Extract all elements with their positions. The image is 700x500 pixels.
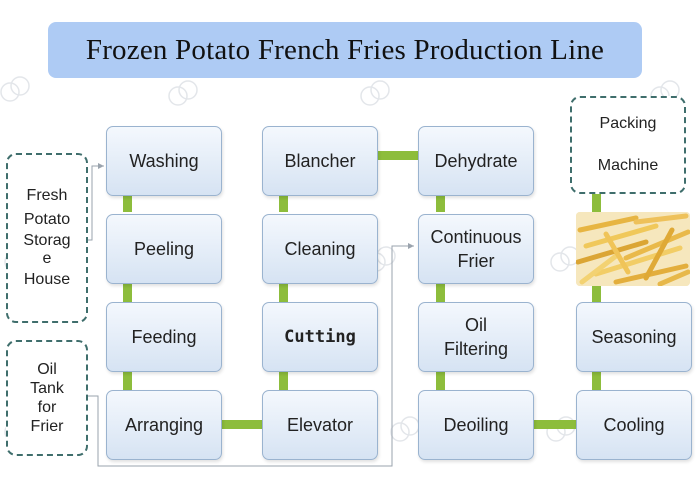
blancher-step: Blancher <box>262 126 378 196</box>
oiltank-to-frier-line <box>88 245 414 467</box>
cleaning-label: Cleaning <box>284 238 356 259</box>
connector <box>436 196 445 212</box>
arrow-head <box>98 163 104 169</box>
packing-line: Machine <box>597 157 659 174</box>
elevator-label: Elevator <box>286 414 354 435</box>
blancher-label: Blancher <box>284 150 356 171</box>
watermark-logo <box>0 76 30 102</box>
peeling-step: Peeling <box>106 214 222 284</box>
connector <box>123 284 132 302</box>
storage-line: Storag <box>23 232 71 249</box>
connector <box>279 372 288 390</box>
elevator-step: Elevator <box>262 390 378 460</box>
fresh-potato-storage-box: Fresh Potato Storag e House <box>6 153 88 323</box>
fries-illustration <box>576 212 690 286</box>
storage-line: e <box>42 250 52 267</box>
connector <box>279 284 288 302</box>
storage-line: Potato <box>23 211 71 228</box>
arrow-head <box>408 243 414 249</box>
watermark-logo <box>360 80 390 106</box>
cutting-label: Cutting <box>284 326 356 347</box>
packing-machine-box: Packing Machine <box>570 96 686 194</box>
oil-filtering-step: Oil Filtering <box>418 302 534 372</box>
deoiling-step: Deoiling <box>418 390 534 460</box>
cooling-label: Cooling <box>603 414 665 435</box>
storage-to-washing-line <box>88 165 104 241</box>
continuous-frier-label-line2: Frier <box>457 251 495 271</box>
seasoning-label: Seasoning <box>591 326 677 347</box>
connector <box>592 194 601 212</box>
cleaning-step: Cleaning <box>262 214 378 284</box>
oil-filtering-label-line2: Filtering <box>443 339 509 359</box>
peeling-label: Peeling <box>133 238 195 259</box>
connector <box>378 151 418 160</box>
connector <box>222 420 262 429</box>
feeding-step: Feeding <box>106 302 222 372</box>
washing-label: Washing <box>129 150 199 171</box>
french-fries-photo <box>576 212 690 286</box>
dehydrate-label: Dehydrate <box>434 150 518 171</box>
connector <box>592 286 601 302</box>
cutting-step: Cutting <box>262 302 378 372</box>
oil-filtering-label-line1: Oil <box>465 314 487 335</box>
oil-tank-line: Tank <box>30 380 64 397</box>
title-banner: Frozen Potato French Fries Production Li… <box>48 22 642 78</box>
connector <box>436 372 445 390</box>
oil-tank-line: Oil <box>37 361 57 378</box>
watermark-logo <box>168 80 198 106</box>
arranging-label: Arranging <box>124 414 204 435</box>
packing-line: Packing <box>599 115 657 132</box>
oil-tank-line: for <box>37 399 57 416</box>
seasoning-step: Seasoning <box>576 302 692 372</box>
connector <box>279 196 288 212</box>
connector <box>592 372 601 390</box>
continuous-frier-step: Continuous Frier <box>418 214 534 284</box>
connector <box>123 196 132 212</box>
connector <box>534 420 576 429</box>
storage-line: House <box>23 271 71 288</box>
feeding-label: Feeding <box>131 326 197 347</box>
oil-tank-box: Oil Tank for Frier <box>6 340 88 456</box>
storage-line: Fresh <box>26 187 68 204</box>
connector <box>123 372 132 390</box>
dehydrate-step: Dehydrate <box>418 126 534 196</box>
cooling-step: Cooling <box>576 390 692 460</box>
washing-step: Washing <box>106 126 222 196</box>
arranging-step: Arranging <box>106 390 222 460</box>
deoiling-label: Deoiling <box>443 414 509 435</box>
oil-tank-line: Frier <box>30 418 64 435</box>
page-title: Frozen Potato French Fries Production Li… <box>85 33 605 66</box>
continuous-frier-label-line1: Continuous <box>430 226 522 247</box>
connector <box>436 284 445 302</box>
